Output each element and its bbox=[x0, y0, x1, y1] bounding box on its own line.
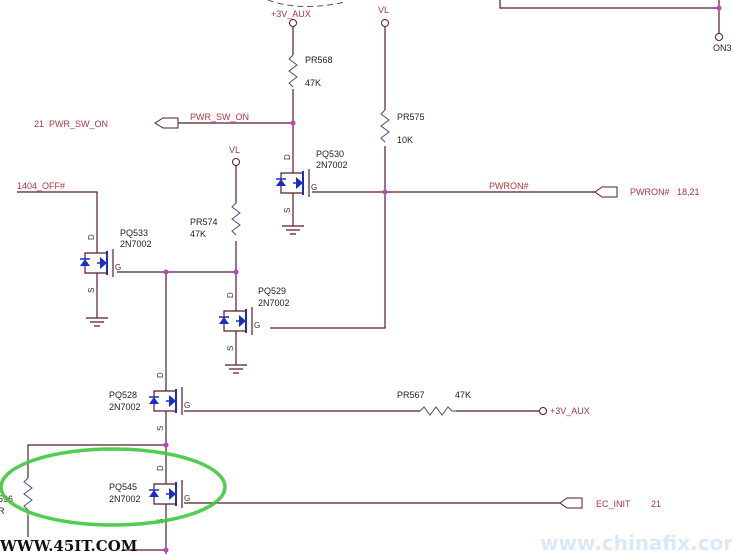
power-label-vl: VL bbox=[378, 5, 389, 15]
mosfet-ref: PQ545 bbox=[109, 482, 137, 492]
mosfet-part: 2N7002 bbox=[120, 239, 152, 249]
ground-icon bbox=[282, 225, 304, 235]
resistor-pr575 bbox=[380, 109, 390, 143]
junction-dot bbox=[290, 120, 296, 126]
mosfet-ref: PQ533 bbox=[120, 228, 148, 238]
resistor-value: 10K bbox=[397, 135, 413, 145]
mosfet-part: 2N7002 bbox=[258, 298, 290, 308]
ground-icon bbox=[86, 317, 108, 327]
arrow-icon bbox=[169, 488, 176, 500]
mosfet-pq528: G D S bbox=[149, 372, 190, 431]
mosfet-ref: PQ529 bbox=[258, 286, 286, 296]
resistor-ref: PR568 bbox=[305, 55, 333, 65]
pin-label-drain: D bbox=[156, 465, 165, 471]
net-label-pwr-sw-on: PWR_SW_ON bbox=[190, 112, 249, 122]
junction-dot bbox=[163, 442, 169, 448]
wires bbox=[17, 27, 595, 554]
mosfet-pq533: G D S bbox=[80, 234, 121, 293]
mosfet-part: 2N7002 bbox=[316, 160, 348, 170]
watermark-backdrop bbox=[0, 537, 122, 554]
resistor-pr574 bbox=[231, 202, 241, 236]
port-label-pwron: PWRON# 18,21 bbox=[630, 187, 700, 197]
pin-label-drain: D bbox=[87, 234, 96, 240]
wire-on3 bbox=[499, 0, 720, 33]
junction-dot bbox=[163, 547, 169, 553]
offpage-connector-pwron bbox=[594, 186, 618, 198]
power-port-vl bbox=[381, 19, 389, 27]
pin-label-gate: G bbox=[254, 321, 260, 330]
power-port-vl bbox=[232, 158, 240, 166]
pin-label-gate: G bbox=[184, 401, 190, 410]
body-diode-icon bbox=[80, 259, 90, 266]
watermark-45it: WWW.45IT.COM bbox=[0, 537, 137, 554]
junction-dot bbox=[382, 189, 388, 195]
pin-label-drain: D bbox=[283, 154, 292, 160]
resistor-pr568 bbox=[288, 54, 298, 88]
junction-dot bbox=[716, 5, 722, 11]
resistor-596 bbox=[23, 477, 33, 516]
arrow-icon bbox=[296, 177, 303, 189]
body-diode-icon bbox=[149, 490, 159, 497]
resistor-value: 47K bbox=[455, 390, 471, 400]
pin-label-drain: D bbox=[156, 372, 165, 378]
pin-label-drain: D bbox=[226, 292, 235, 298]
arrow-icon bbox=[239, 315, 246, 327]
resistor-ref: PR574 bbox=[190, 217, 218, 227]
power-label-3v-aux: +3V_AUX bbox=[271, 9, 311, 19]
power-label-3v-aux: +3V_AUX bbox=[550, 406, 590, 416]
net-label-pwron: PWRON# bbox=[489, 181, 529, 191]
mosfet-pq529: G D S bbox=[219, 292, 260, 351]
power-port-on3 bbox=[715, 33, 723, 41]
junction-dot bbox=[233, 269, 239, 275]
resistor-value: 47K bbox=[190, 229, 206, 239]
grounds bbox=[86, 225, 304, 374]
mosfet-part: 2N7002 bbox=[109, 402, 141, 412]
mosfet-ref: PQ530 bbox=[316, 149, 344, 159]
mosfet-pq530: G D S bbox=[276, 154, 317, 213]
port-label-ec-init-page: 21 bbox=[651, 499, 661, 509]
pin-label-gate: G bbox=[115, 263, 121, 272]
watermark-chinafix: www.chinafix.com.cn bbox=[540, 531, 732, 554]
arrow-icon bbox=[169, 395, 176, 407]
junction-dot bbox=[163, 269, 169, 275]
body-diode-icon bbox=[276, 179, 286, 186]
resistor-value: 47K bbox=[305, 78, 321, 88]
pin-label-source: S bbox=[283, 208, 292, 213]
pin-label-source: S bbox=[226, 346, 235, 351]
power-label-vl: VL bbox=[229, 145, 240, 155]
net-label-1404-off: 1404_OFF# bbox=[17, 181, 65, 191]
arrow-icon bbox=[100, 257, 107, 269]
power-port-3v-aux bbox=[539, 407, 547, 415]
port-label-ec-init: EC_INIT bbox=[596, 499, 631, 509]
ground-icon bbox=[225, 364, 247, 374]
dashed-outline bbox=[267, 0, 346, 8]
resistor-ref: PR575 bbox=[397, 112, 425, 122]
resistor-value: R bbox=[0, 506, 5, 516]
pin-label-source: S bbox=[156, 426, 165, 431]
body-diode-icon bbox=[219, 317, 229, 324]
junctions bbox=[163, 5, 722, 553]
resistor-ref: PR567 bbox=[397, 390, 425, 400]
offpage-connector-pwr-sw-on bbox=[154, 117, 179, 129]
resistor-pr567 bbox=[419, 406, 456, 416]
mosfet-ref: PQ528 bbox=[109, 390, 137, 400]
pin-label-gate: G bbox=[184, 494, 190, 503]
body-diode-icon bbox=[149, 397, 159, 404]
highlight-ellipse bbox=[0, 447, 227, 527]
port-label-pwr-sw-on: 21 PWR_SW_ON bbox=[34, 119, 108, 129]
power-port-3v-aux bbox=[289, 19, 297, 27]
mosfet-part: 2N7002 bbox=[109, 494, 141, 504]
pin-label-source: S bbox=[87, 288, 96, 293]
power-label-on3: ON3 bbox=[713, 43, 732, 53]
pin-label-gate: G bbox=[311, 183, 317, 192]
offpage-connector-ec-init bbox=[559, 497, 583, 509]
